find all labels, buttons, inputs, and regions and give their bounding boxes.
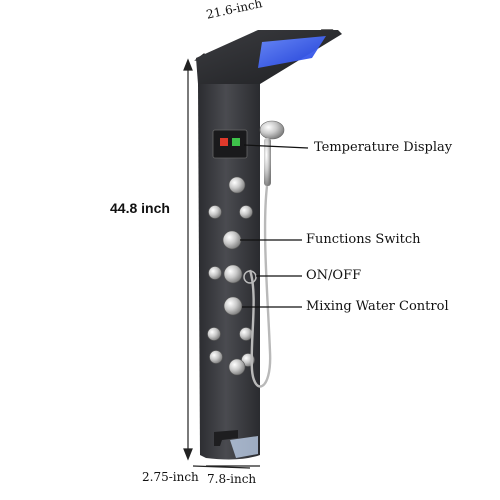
- callout-lines: [240, 144, 309, 308]
- depth-dimension-label: 2.75-inch: [142, 470, 199, 484]
- body-jet-left-4: [209, 350, 223, 364]
- shower-panel: [196, 30, 342, 460]
- led-rain-plate: [258, 36, 326, 68]
- display-digit-green: [232, 138, 240, 146]
- tub-spout: [214, 430, 238, 446]
- callout-temperature-display: Temperature Display: [314, 140, 453, 155]
- shower-hose: [248, 185, 272, 388]
- hand-shower-handle: [264, 138, 271, 186]
- temperature-display: [212, 129, 248, 159]
- knob-1: [228, 176, 246, 194]
- base-width-dimension-label: 7.8-inch: [207, 472, 257, 486]
- on-off-knob: [223, 264, 243, 284]
- body-jet-right-1: [239, 205, 253, 219]
- body-jet-left-1: [208, 205, 222, 219]
- display-digit-red: [220, 138, 228, 146]
- hand-shower: [248, 120, 285, 388]
- mixing-water-knob: [223, 296, 243, 316]
- temperature-display-leader: [243, 144, 309, 149]
- body-jet-left-3: [207, 327, 221, 341]
- callout-on-off: ON/OFF: [306, 268, 362, 283]
- callout-mixing-water-control: Mixing Water Control: [306, 299, 449, 314]
- base-dimension-line: [192, 465, 260, 469]
- functions-switch-knob: [222, 230, 242, 250]
- callout-functions-switch: Functions Switch: [306, 232, 421, 247]
- height-dimension-label: 44.8 inch: [110, 200, 170, 216]
- body-jet-left-2: [208, 266, 222, 280]
- height-dimension-line: [183, 58, 193, 461]
- panel-base-reflection: [230, 436, 258, 458]
- hand-shower-head: [259, 120, 285, 140]
- body-jet-right-3: [239, 327, 253, 341]
- knob-bottom: [228, 358, 246, 376]
